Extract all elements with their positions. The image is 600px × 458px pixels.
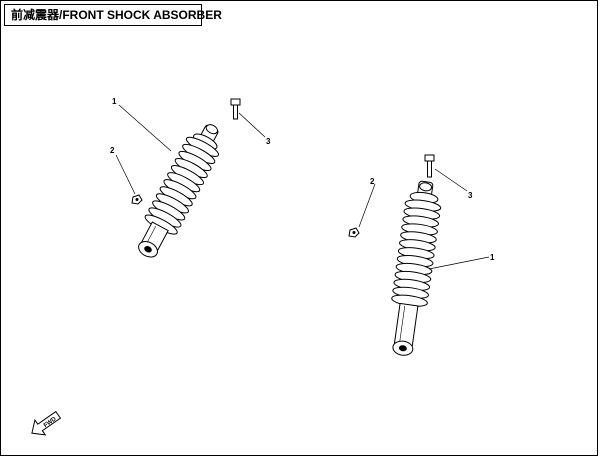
right-bolt xyxy=(424,154,435,178)
forward-arrow-icon: FWD xyxy=(31,410,62,436)
callout-left-bolt: 3 xyxy=(266,137,271,146)
leader-lines xyxy=(115,104,490,270)
left-bolt xyxy=(230,98,241,120)
diagram-title: 前减震器/FRONT SHOCK ABSORBER xyxy=(4,4,222,26)
callout-left-shock: 1 xyxy=(112,97,117,106)
left-shock-absorber xyxy=(138,124,222,258)
callout-right-nut: 2 xyxy=(370,177,375,186)
left-nut xyxy=(131,194,143,205)
right-shock-absorber xyxy=(390,180,442,356)
callout-right-shock: 1 xyxy=(490,253,495,262)
callout-left-nut: 2 xyxy=(110,146,115,155)
callout-right-bolt: 3 xyxy=(468,191,473,200)
right-nut xyxy=(348,227,360,238)
